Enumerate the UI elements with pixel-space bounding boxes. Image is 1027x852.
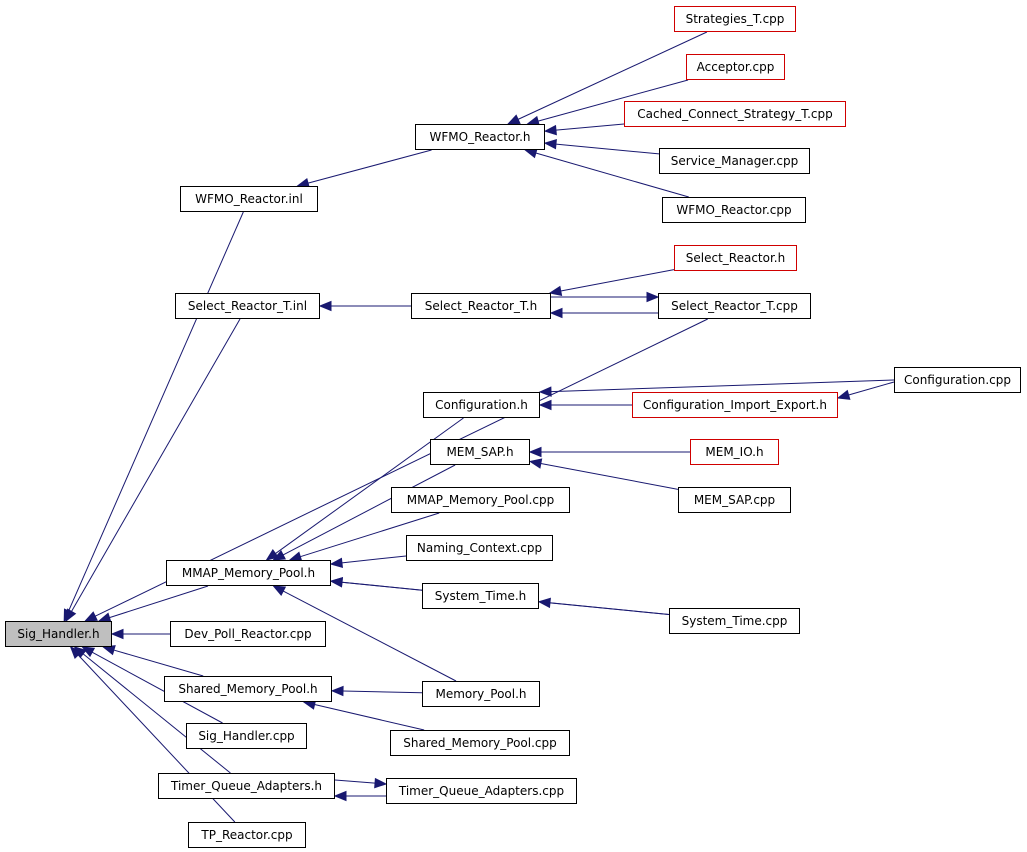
arrowhead-system_time_cpp-to-mmap_memory_pool_h [329, 577, 343, 588]
edge-select_reactor_t_inl-to-sig_handler_h [71, 318, 241, 612]
edge-wfmo_reactor_inl-to-sig_handler_h [68, 211, 244, 612]
node-select-reactor-t-inl[interactable]: Select_Reactor_T.inl [175, 293, 320, 319]
arrowhead-configuration_cpp-to-configuration_import_export_h [836, 389, 851, 400]
node-cached-connect-strategy-t-cpp[interactable]: Cached_Connect_Strategy_T.cpp [624, 101, 846, 127]
edge-mmap_memory_pool_h-to-sig_handler_h [109, 585, 209, 619]
node-memory-pool-h[interactable]: Memory_Pool.h [422, 681, 540, 707]
arrowhead-select_reactor_t_h-to-select_reactor_t_cpp [646, 291, 660, 303]
arrowhead-tp_reactor_cpp-to-sig_handler_h [69, 646, 83, 659]
edge-mem_sap_cpp-to-mem_sap_h [540, 462, 679, 490]
edge-acceptor_cpp-to-wfmo_reactor_h [537, 79, 689, 122]
edge-cached_connect_strategy_t_cpp-to-wfmo_reactor_h [555, 123, 625, 131]
edge-timer_queue_adapters_h-to-timer_queue_adapters_cpp [334, 779, 376, 784]
arrowhead-shared_memory_pool_h-to-sig_handler_h [102, 645, 116, 656]
node-shared-memory-pool-h[interactable]: Shared_Memory_Pool.h [164, 676, 332, 702]
arrowhead-select_reactor_h-to-select_reactor_t_h [548, 285, 563, 297]
arrowhead-select_reactor_t_cpp-to-select_reactor_t_h [549, 307, 563, 319]
arrowhead-select_reactor_t_cpp-to-sig_handler_h [84, 611, 98, 622]
edge-sig_handler_cpp-to-sig_handler_h [91, 651, 223, 724]
arrowhead-cached_connect_strategy_t_cpp-to-wfmo_reactor_h [543, 124, 557, 136]
arrowhead-dev_poll_reactor_cpp-to-sig_handler_h [110, 628, 124, 640]
arrowhead-memory_pool_h-to-shared_memory_pool_h [330, 685, 344, 697]
arrowhead-select_reactor_t_inl-to-sig_handler_h [65, 608, 77, 623]
edge-service_manager_cpp-to-wfmo_reactor_h [555, 143, 660, 155]
node-timer-queue-adapters-cpp[interactable]: Timer_Queue_Adapters.cpp [386, 778, 577, 804]
arrowhead-mem_io_h-to-mem_sap_h [528, 446, 542, 458]
node-tp-reactor-cpp[interactable]: TP_Reactor.cpp [188, 822, 306, 848]
edge-configuration_cpp-to-configuration_h [550, 379, 895, 393]
arrowhead-wfmo_reactor_cpp-to-wfmo_reactor_h [523, 148, 538, 159]
node-wfmo-reactor-h[interactable]: WFMO_Reactor.h [415, 124, 545, 150]
edge-wfmo_reactor_h-to-wfmo_reactor_inl [307, 149, 432, 184]
edge-strategies_t_cpp-to-wfmo_reactor_h [517, 31, 708, 120]
arrowhead-select_reactor_t_h-to-select_reactor_t_inl [318, 300, 332, 312]
node-dev-poll-reactor-cpp[interactable]: Dev_Poll_Reactor.cpp [170, 621, 326, 647]
node-mem-sap-h[interactable]: MEM_SAP.h [430, 439, 530, 465]
arrowhead-strategies_t_cpp-to-wfmo_reactor_h [506, 114, 521, 125]
node-shared-memory-pool-cpp[interactable]: Shared_Memory_Pool.cpp [390, 730, 570, 756]
node-service-manager-cpp[interactable]: Service_Manager.cpp [659, 148, 810, 174]
node-wfmo-reactor-cpp[interactable]: WFMO_Reactor.cpp [662, 197, 806, 223]
edge-mem_sap_h-to-mmap_memory_pool_h [282, 464, 456, 556]
node-select-reactor-t-cpp[interactable]: Select_Reactor_T.cpp [658, 293, 811, 319]
arrowhead-configuration_import_export_h-to-configuration_h [538, 399, 552, 411]
arrowhead-mem_sap_h-to-mmap_memory_pool_h [272, 550, 286, 561]
node-sig-handler-h[interactable]: Sig_Handler.h [5, 621, 112, 647]
node-configuration-import-export-h[interactable]: Configuration_Import_Export.h [632, 392, 838, 418]
arrowhead-configuration_cpp-to-configuration_h [538, 386, 552, 397]
node-timer-queue-adapters-h[interactable]: Timer_Queue_Adapters.h [158, 773, 335, 799]
edge-shared_memory_pool_cpp-to-shared_memory_pool_h [314, 704, 425, 731]
node-strategies-t-cpp[interactable]: Strategies_T.cpp [674, 6, 796, 32]
arrowhead-service_manager_cpp-to-wfmo_reactor_h [543, 138, 557, 150]
node-mmap-memory-pool-h[interactable]: MMAP_Memory_Pool.h [166, 560, 331, 586]
node-sig-handler-cpp[interactable]: Sig_Handler.cpp [186, 723, 307, 749]
edge-shared_memory_pool_h-to-sig_handler_h [113, 649, 204, 677]
node-system-time-h[interactable]: System_Time.h [422, 583, 539, 609]
node-mmap-memory-pool-cpp[interactable]: MMAP_Memory_Pool.cpp [391, 487, 570, 513]
edge-timer_queue_adapters_h-to-sig_handler_h [82, 653, 231, 774]
node-select-reactor-h[interactable]: Select_Reactor.h [674, 245, 797, 271]
node-select-reactor-t-h[interactable]: Select_Reactor_T.h [411, 293, 551, 319]
node-configuration-h[interactable]: Configuration.h [423, 392, 540, 418]
node-configuration-cpp[interactable]: Configuration.cpp [894, 367, 1021, 393]
arrowhead-sig_handler_cpp-to-sig_handler_h [81, 646, 96, 658]
edge-wfmo_reactor_cpp-to-wfmo_reactor_h [535, 152, 689, 198]
node-system-time-cpp[interactable]: System_Time.cpp [669, 608, 800, 634]
node-acceptor-cpp[interactable]: Acceptor.cpp [686, 54, 785, 80]
arrowhead-timer_queue_adapters_h-to-timer_queue_adapters_cpp [374, 777, 388, 789]
arrowhead-timer_queue_adapters_cpp-to-timer_queue_adapters_h [333, 790, 347, 802]
edge-mmap_memory_pool_cpp-to-mmap_memory_pool_h [300, 512, 440, 558]
node-naming-context-cpp[interactable]: Naming_Context.cpp [406, 535, 553, 561]
arrowhead-mem_sap_cpp-to-mem_sap_h [528, 458, 543, 469]
edge-naming_context_cpp-to-mmap_memory_pool_h [341, 555, 407, 564]
edge-configuration_cpp-to-configuration_import_export_h [848, 381, 895, 396]
node-mem-io-h[interactable]: MEM_IO.h [690, 439, 779, 465]
edge-memory_pool_h-to-mmap_memory_pool_h [283, 590, 457, 682]
edge-memory_pool_h-to-shared_memory_pool_h [342, 690, 423, 694]
node-wfmo-reactor-inl[interactable]: WFMO_Reactor.inl [180, 186, 318, 212]
node-mem-sap-cpp[interactable]: MEM_SAP.cpp [678, 487, 791, 513]
edge-select_reactor_h-to-select_reactor_t_h [560, 269, 675, 292]
arrowhead-memory_pool_h-to-mmap_memory_pool_h [272, 585, 287, 596]
arrowhead-naming_context_cpp-to-mmap_memory_pool_h [329, 557, 343, 569]
